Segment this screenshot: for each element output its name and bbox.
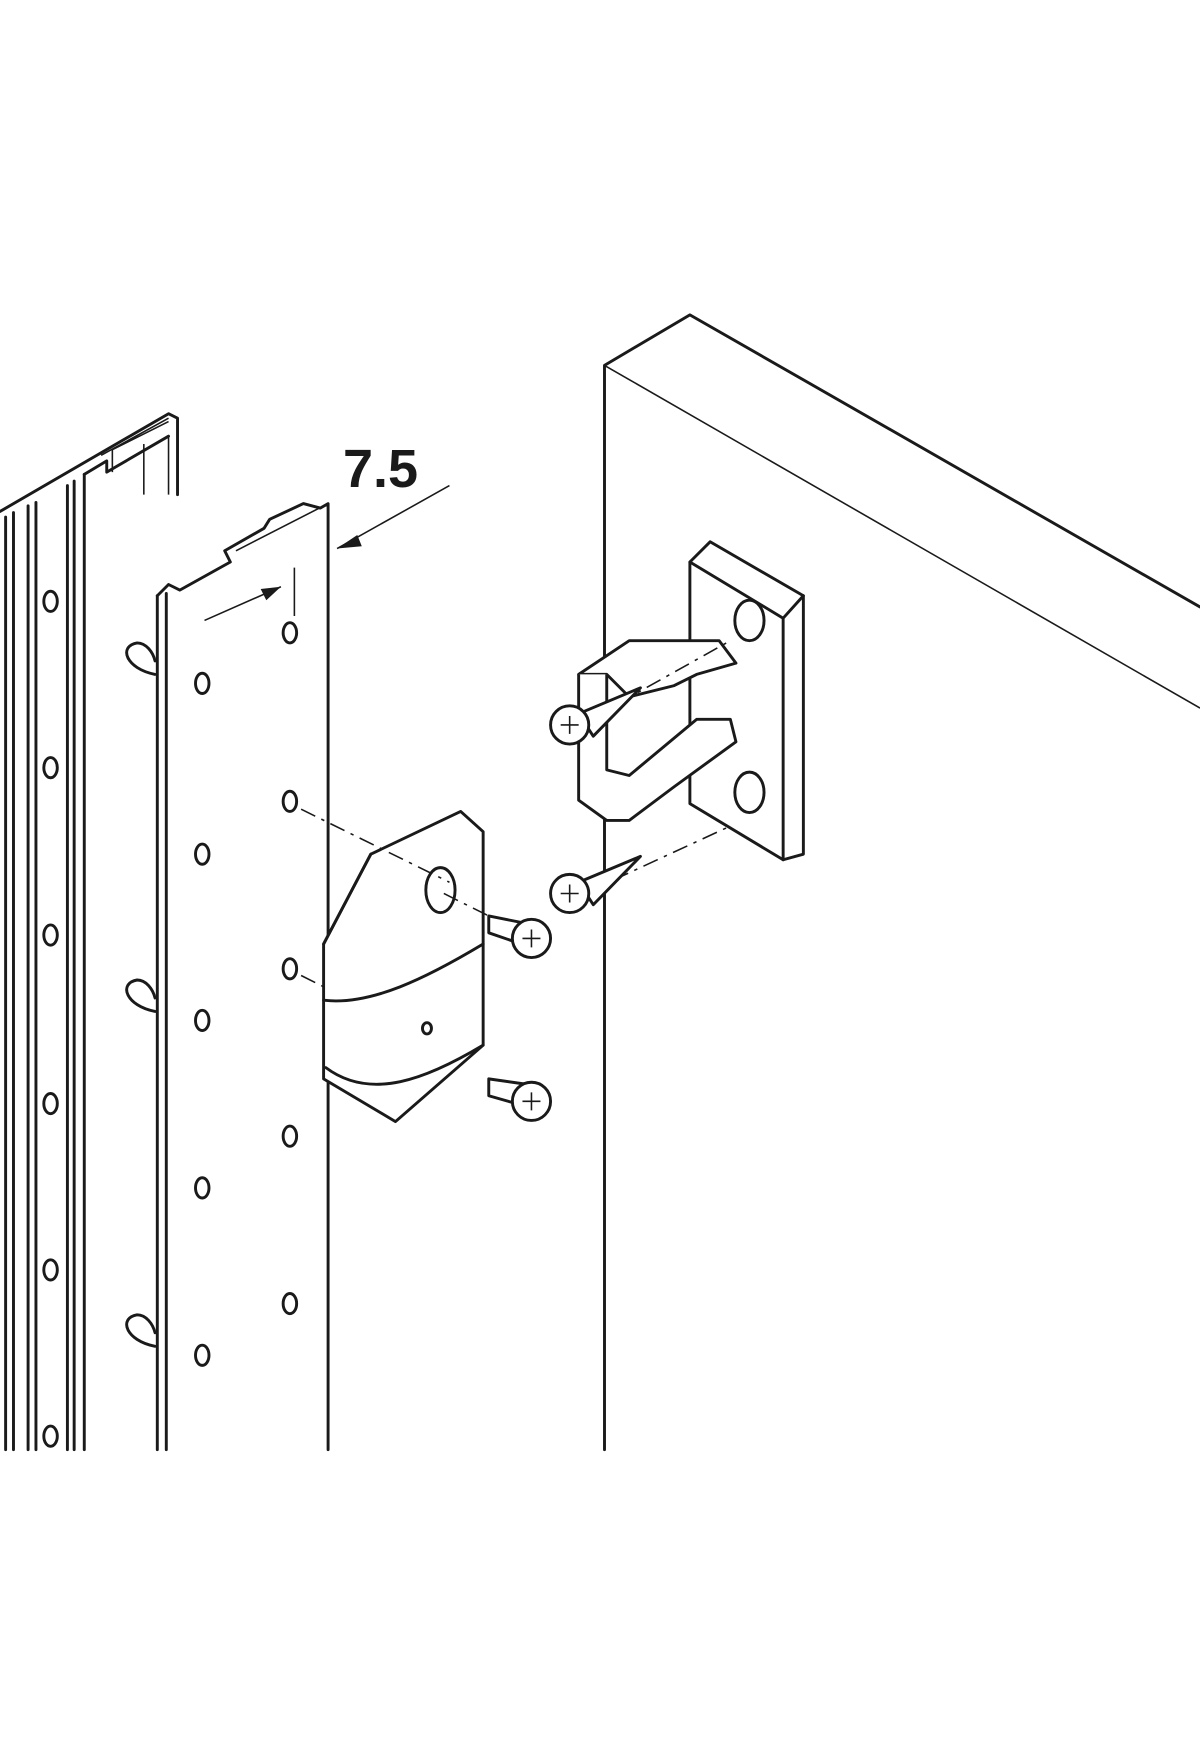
- holes: [42, 589, 299, 1448]
- screw-3: [549, 854, 642, 915]
- screw-1: [487, 914, 553, 959]
- perforated-strip: [155, 502, 330, 1452]
- dimension-label: 7.5: [343, 439, 419, 499]
- cabinet-panel: [603, 313, 1200, 1452]
- screw-2: [487, 1077, 553, 1122]
- screw-4: [549, 686, 642, 746]
- panel-bracket: [577, 540, 805, 862]
- rail-profile: [0, 412, 179, 1452]
- screws: [487, 686, 642, 1122]
- assembly-axes: [300, 639, 731, 990]
- strip-bracket: [322, 810, 485, 1124]
- dimension-marker: [204, 484, 450, 622]
